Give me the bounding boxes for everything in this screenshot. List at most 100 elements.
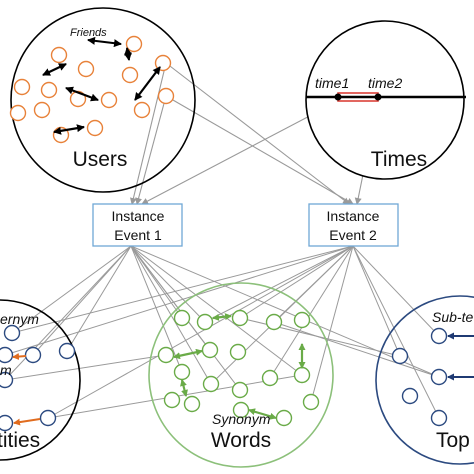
edge-from-event2-11 [352,245,440,337]
edge-word-entity-1 [4,354,167,383]
entity-node-7 [39,409,57,427]
users-circle [10,7,196,193]
entity-arrow-2 [12,353,27,361]
edge-to-event1-1 [130,62,167,205]
edge-word-topic-2 [273,321,440,379]
edge-to-event2-1 [165,62,350,205]
time2-point [374,93,382,101]
event-box-1 [92,203,183,247]
event-2-line2: Event 2 [329,227,377,243]
user-node-14 [86,119,104,137]
topics-label: Top [436,429,470,452]
synonym-arrow-4 [180,379,188,397]
entity-node-4 [24,346,42,364]
edge-from-event1-1 [11,245,132,334]
edge-from-event2-1 [11,245,354,335]
entity-nodes [0,324,76,432]
times-circle [305,20,465,180]
time1-point [334,93,342,101]
topic-node-3 [430,368,448,386]
friend-arrow-5 [134,66,161,101]
word-node-5 [201,341,219,359]
edge-from-event2-8 [269,245,354,379]
user-node-6 [121,66,139,84]
user-node-9 [100,91,118,109]
words-label: Words [211,429,271,452]
word-node-3 [231,309,249,327]
user-node-1 [50,46,68,64]
word-node-4 [157,346,175,364]
friend-arrow-3 [123,47,133,61]
user-node-2 [125,35,143,53]
relation-arrows [12,36,474,426]
word-nodes [157,309,320,427]
edge-from-event2-9 [309,245,354,403]
topic-node-1 [430,327,448,345]
user-node-12 [9,104,27,122]
entity-node-5 [0,371,14,389]
topics-circle [375,295,474,465]
word-node-8 [293,311,311,329]
edge-from-event1-3 [66,245,132,352]
word-node-13 [293,366,311,384]
hypernym-label: ernym [0,311,39,327]
entity-arrow-1 [13,418,41,426]
subtopic-label: Sub-te [432,309,473,325]
event-1-line2: Event 1 [114,227,162,243]
user-node-11 [33,101,51,119]
user-node-5 [77,60,95,78]
friend-arrow-6 [53,124,85,135]
entity-node-6 [0,414,14,432]
entities-circle [0,299,81,461]
topic-node-2 [391,347,409,365]
entities-label: tities [0,429,40,452]
edge-from-event2-12 [352,245,440,419]
event-1-line1: Instance [112,208,165,224]
edge-to-event2-2 [165,95,354,205]
word-node-12 [261,369,279,387]
synonym-arrow-1 [212,313,232,321]
word-node-1 [173,309,191,327]
event-box-2 [308,203,399,247]
edge-from-event2-4 [204,245,354,323]
edge-from-event2-7 [210,245,354,385]
friend-arrow-2 [87,36,122,48]
edge-from-event2-3 [47,245,354,419]
synonym-arrow-5 [248,408,277,420]
friend-arrow-1 [42,63,67,76]
time2-label: time2 [368,75,402,91]
word-node-18 [302,393,320,411]
entity-node-1 [3,324,21,342]
user-node-10 [133,101,151,119]
word-node-17 [275,409,293,427]
friends-label: Friends [70,27,107,39]
topic-node-4 [401,387,419,405]
edge-from-event2-2 [4,245,354,357]
times-label: Times [371,148,427,171]
word-node-7 [265,313,283,331]
user-nodes [9,35,175,144]
friend-arrow-4 [65,86,99,102]
edge-from-event1-6 [130,245,206,323]
synonym-arrow-2 [173,348,203,360]
edge-from-event2-5 [239,245,354,319]
word-node-10 [202,375,220,393]
word-node-15 [183,395,201,413]
edge-to-event1-3 [141,99,341,205]
word-node-14 [163,391,181,409]
edge-from-event2-10 [352,245,401,357]
synonym-label: Synonym [212,411,271,427]
user-node-4 [40,81,58,99]
word-node-9 [173,363,191,381]
users-label: Users [73,148,128,171]
words-circle [148,282,334,468]
event-2-line1: Instance [327,208,380,224]
word-node-11 [231,381,249,399]
edge-to-event1-2 [135,95,167,205]
user-node-15 [157,87,175,105]
topic-node-5 [430,409,448,427]
user-node-3 [13,78,31,96]
entity-relation-label: m [0,362,12,378]
entity-node-2 [0,346,14,364]
